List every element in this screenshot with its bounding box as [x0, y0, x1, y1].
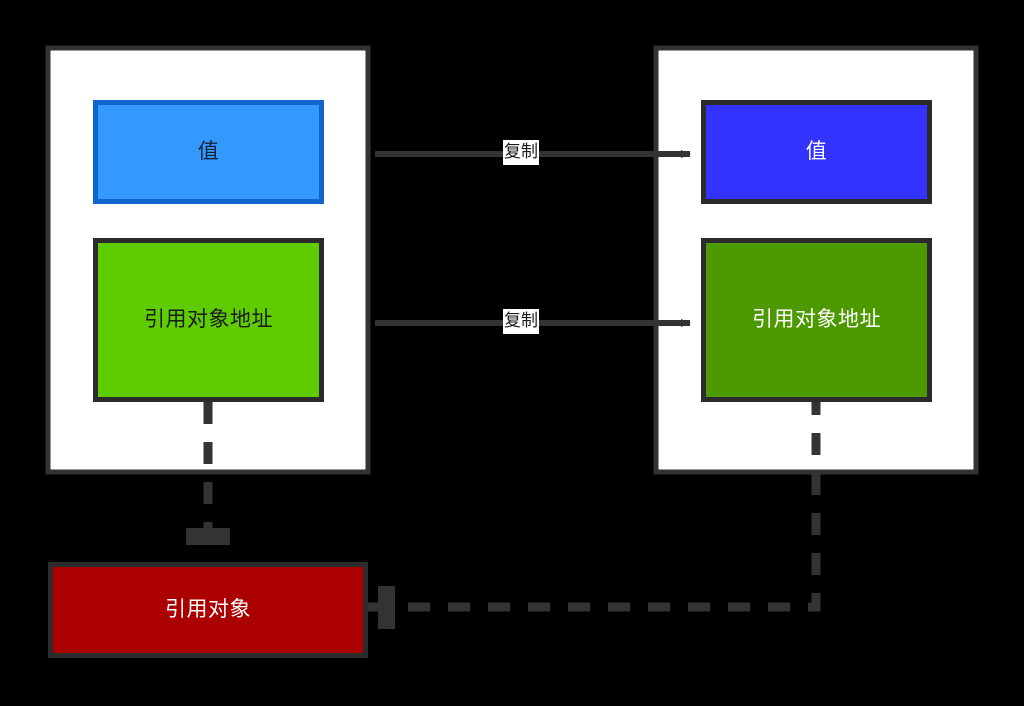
right-address-to-object-edge [368, 402, 821, 612]
right-edge-cross-marker [378, 586, 395, 629]
copy-value-edge-label: 复制 [503, 140, 539, 165]
right-reference-address-box[interactable] [701, 238, 932, 402]
reference-object-box[interactable] [48, 562, 368, 658]
left-reference-address-box[interactable] [93, 238, 324, 402]
copy-address-edge-label: 复制 [503, 309, 539, 334]
left-value-box[interactable] [93, 100, 324, 204]
right-value-box[interactable] [701, 100, 932, 204]
left-edge-cross-marker [186, 528, 230, 545]
